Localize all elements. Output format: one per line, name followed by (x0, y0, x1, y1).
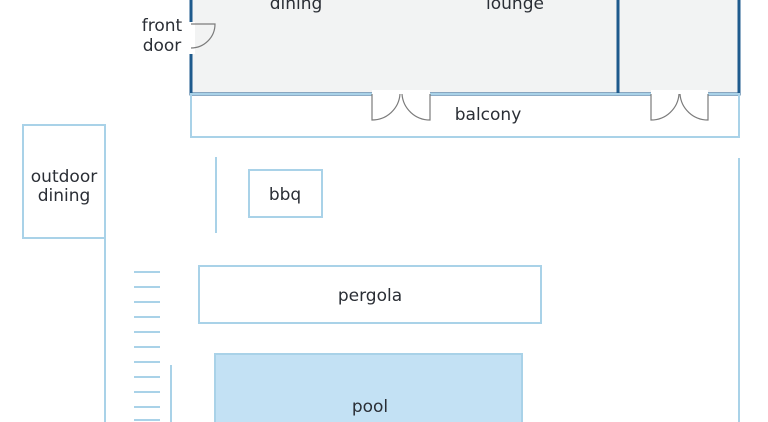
outdoor-dining-label-line1: outdoor (31, 167, 97, 187)
balcony (190, 93, 740, 138)
balcony-door-icon (371, 90, 431, 121)
bbq-label: bbq (269, 185, 301, 205)
dining-label: dining (270, 0, 323, 14)
outdoor-dining-label-line2: dining (38, 186, 91, 206)
pool-label: pool (352, 397, 388, 417)
balcony-label: balcony (455, 105, 522, 125)
pergola-label: pergola (338, 286, 402, 306)
house (189, 0, 741, 96)
house-interior (191, 0, 739, 94)
lounge-label: lounge (486, 0, 544, 14)
outdoor-dining (22, 124, 106, 239)
balcony-door-icon (650, 90, 709, 121)
pool (214, 353, 523, 422)
front-door-label-line1: front (142, 16, 183, 36)
steps (134, 271, 160, 421)
bbq (248, 169, 323, 218)
pergola (198, 265, 542, 324)
front-door-label-line2: door (143, 36, 182, 56)
front-door-icon (187, 22, 216, 54)
